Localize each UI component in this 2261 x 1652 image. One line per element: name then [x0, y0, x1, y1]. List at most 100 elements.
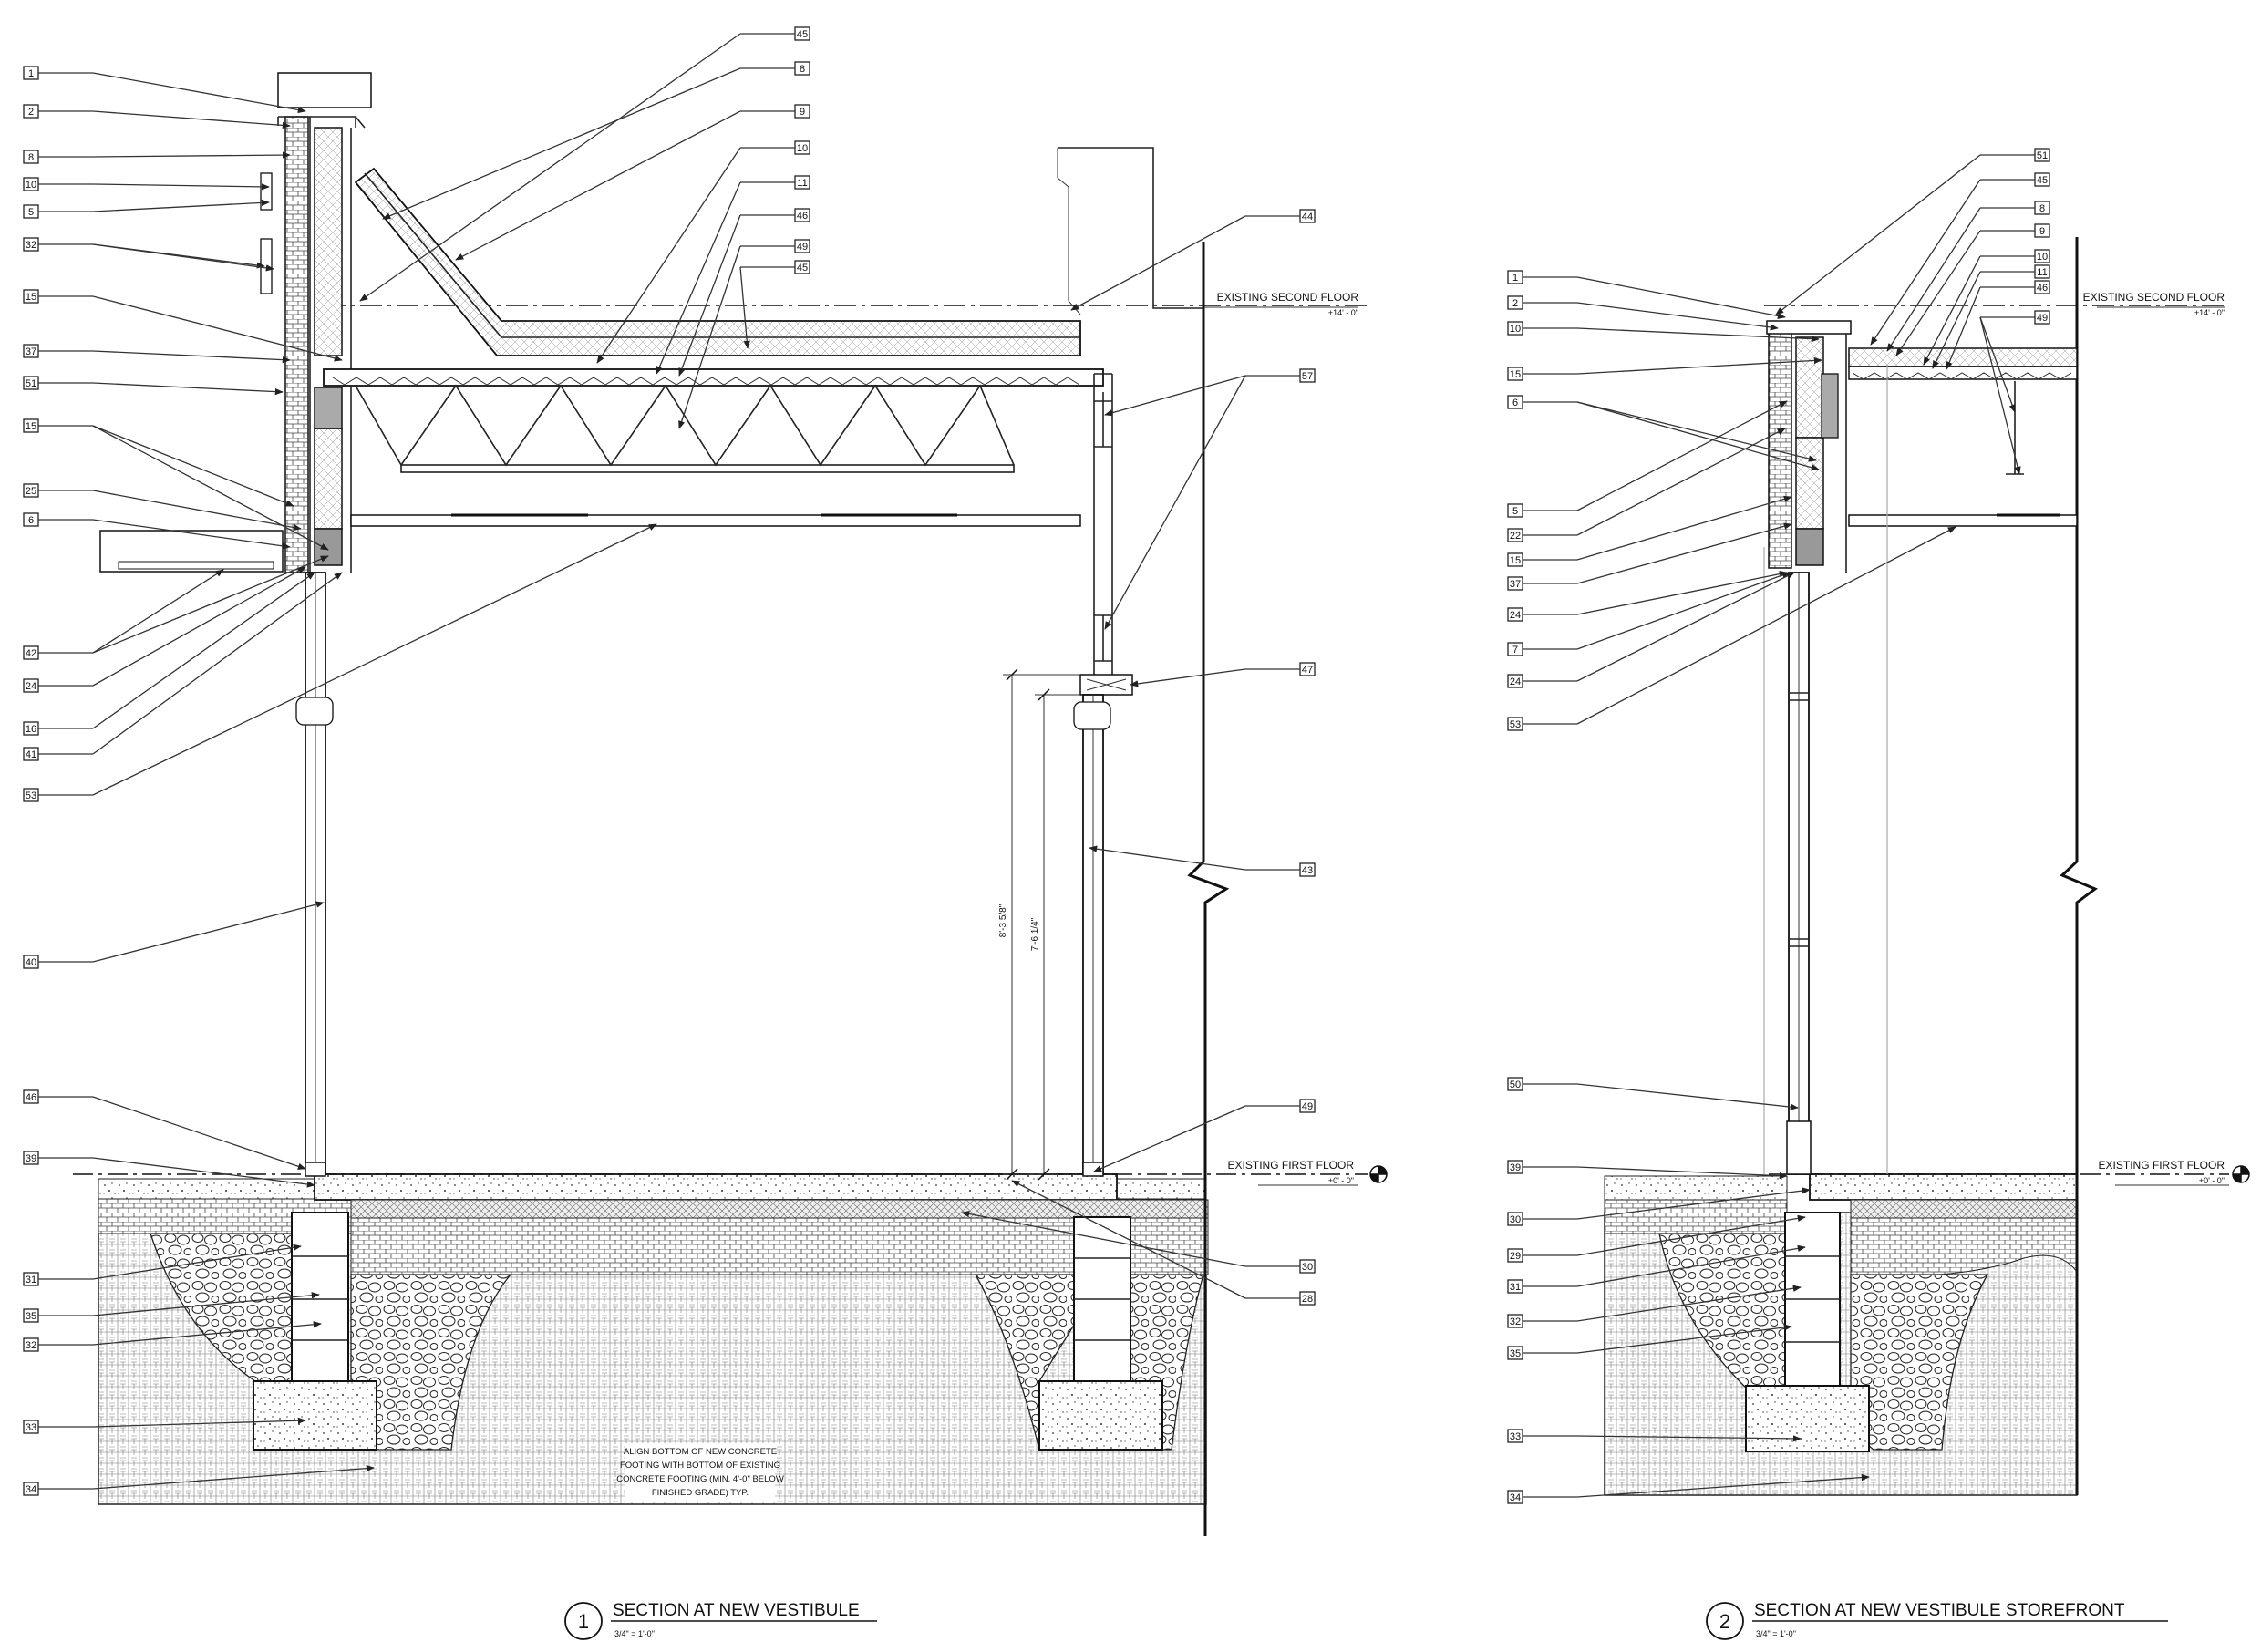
note-line-3: CONCRETE FOOTING (MIN. 4'-0" BELOW	[616, 1474, 784, 1484]
foundation-wall-left	[291, 1212, 349, 1382]
keynote-tag: 9	[2034, 223, 2050, 238]
keynote-tag-label: 42	[26, 648, 36, 659]
keynote-tag: 39	[23, 1151, 39, 1165]
keynote-tag-label: 45	[2037, 175, 2048, 186]
keynote-tag: 24	[1507, 607, 1523, 622]
roof-assembly	[354, 167, 1081, 356]
wall-insulation-upper	[314, 127, 343, 356]
keynote-tag-label: 24	[1510, 676, 1521, 687]
keynote-tag-label: 8	[2039, 203, 2045, 214]
keynote-tag-label: 49	[2037, 313, 2048, 324]
keynote-tag-label: 15	[26, 421, 36, 432]
keynote-tag: 15	[23, 418, 39, 433]
keynote-tag: 30	[1507, 1212, 1523, 1226]
keynote-tag-label: 30	[1510, 1214, 1521, 1225]
keynote-tag-label: 39	[1510, 1162, 1521, 1173]
keynote-tag-label: 33	[26, 1422, 36, 1433]
section-number-2: 2	[1719, 1610, 1730, 1633]
keynote-tag: 40	[23, 955, 39, 969]
open-web-joist	[351, 384, 1080, 473]
keynote-tag: 11	[794, 175, 810, 190]
keynote-tag-label: 47	[1302, 665, 1313, 676]
keynote-tag-label: 32	[26, 1340, 36, 1351]
dim-overall: 8'-3 5/8"	[998, 903, 1008, 937]
footing-left	[253, 1380, 377, 1451]
keynote-tag-label: 41	[26, 749, 36, 760]
keynote-tag-label: 43	[1302, 865, 1313, 876]
keynote-tag: 51	[2034, 148, 2050, 162]
keynote-tag: 10	[2034, 249, 2050, 263]
keynote-tag: 30	[1299, 1259, 1316, 1274]
brick-veneer	[284, 116, 309, 573]
keynote-tag: 9	[794, 104, 810, 119]
keynote-tag: 32	[23, 1337, 39, 1352]
keynote-tag: 44	[1299, 209, 1316, 223]
keynote-tag-label: 8	[28, 152, 34, 163]
keynote-tag: 34	[23, 1482, 39, 1496]
level-target-icon-2	[2232, 1165, 2250, 1183]
wall-insulation-lower	[314, 428, 343, 530]
wood-blocking	[314, 387, 343, 429]
keynote-tag-label: 28	[1302, 1294, 1313, 1305]
keynote-tag: 15	[1507, 367, 1523, 381]
slab-subbase	[350, 1217, 1209, 1275]
keynote-tag-label: 10	[26, 180, 36, 191]
keynote-tag: 22	[1507, 528, 1523, 542]
keynote-tag-label: 5	[1512, 506, 1518, 517]
existing-parapet	[1058, 147, 1203, 309]
keynote-tag-label: 29	[1510, 1251, 1521, 1262]
keynote-tag-label: 25	[26, 486, 36, 497]
keynote-tag-label: 53	[26, 790, 36, 801]
keynote-tag-label: 32	[26, 240, 36, 251]
door-pivot-right	[1073, 701, 1111, 730]
keynote-tag-label: 46	[797, 211, 808, 222]
section-1-title: 1 SECTION AT NEW VESTIBULE 3/4" = 1'-0"	[564, 1601, 877, 1640]
keynote-tag: 43	[1299, 862, 1316, 877]
keynote-tag-label: 24	[26, 681, 36, 692]
keynote-tag: 8	[2034, 201, 2050, 215]
keynote-tag: 15	[1507, 552, 1523, 567]
keynote-tag: 10	[1507, 321, 1523, 336]
note-line-2: FOOTING WITH BOTTOM OF EXISTING	[620, 1461, 780, 1471]
keynote-tag-label: 51	[2037, 150, 2048, 161]
keynote-tag: 2	[1507, 295, 1523, 310]
ceiling-line	[350, 514, 1081, 527]
keynote-tag-label: 37	[26, 346, 36, 357]
keynote-tag-label: 45	[797, 263, 808, 274]
keynote-tag: 46	[2034, 280, 2050, 294]
keynote-tag-label: 51	[26, 378, 36, 389]
keynote-tag: 39	[1507, 1160, 1523, 1174]
keynote-tag: 53	[23, 788, 39, 802]
keynote-tag-label: 44	[1302, 212, 1313, 222]
second-floor-elev-1: +14' - 0"	[1328, 308, 1358, 317]
keynote-tag: 45	[794, 260, 810, 274]
keynote-tag-label: 10	[2037, 252, 2048, 263]
keynote-tag: 2	[23, 104, 39, 119]
keynote-tag: 5	[1507, 503, 1523, 518]
keynote-tag-label: 7	[1512, 645, 1518, 656]
section-2: EXISTING FIRST FLOOR +0' - 0" EXISTING S…	[1604, 237, 2250, 1640]
keynote-tag-label: 40	[26, 957, 36, 968]
keynote-tag-label: 34	[1510, 1492, 1521, 1503]
keynote-tag-label: 30	[1302, 1262, 1313, 1273]
keynote-tag-label: 5	[28, 207, 34, 218]
keynote-tags: 1281053215375115256422416415340463931353…	[23, 26, 2050, 1504]
note-line-1: ALIGN BOTTOM OF NEW CONCRETE	[624, 1447, 777, 1457]
wall-sconce-upper	[260, 172, 273, 211]
keynote-tag-label: 2	[28, 107, 34, 118]
section-2-title: 2 SECTION AT NEW VESTIBULE STOREFRONT 3/…	[1706, 1601, 2168, 1640]
keynote-tag: 35	[1507, 1346, 1523, 1360]
keynote-tag-label: 9	[2039, 226, 2045, 237]
gravel-backfill-center	[350, 1274, 512, 1451]
parapet-cap-outline	[277, 72, 372, 108]
section-title-2: SECTION AT NEW VESTIBULE STOREFRONT	[1754, 1601, 2125, 1620]
keynote-tag-label: 33	[1510, 1431, 1521, 1442]
section-scale-2: 3/4" = 1'-0"	[1756, 1629, 1796, 1638]
new-concrete-slab	[314, 1173, 1118, 1201]
keynote-tag-label: 10	[797, 143, 808, 154]
keynote-tag: 34	[1507, 1490, 1523, 1504]
level-target-icon	[1369, 1165, 1388, 1183]
keynote-tag-label: 31	[1510, 1282, 1521, 1293]
keynote-tag: 46	[23, 1089, 39, 1104]
